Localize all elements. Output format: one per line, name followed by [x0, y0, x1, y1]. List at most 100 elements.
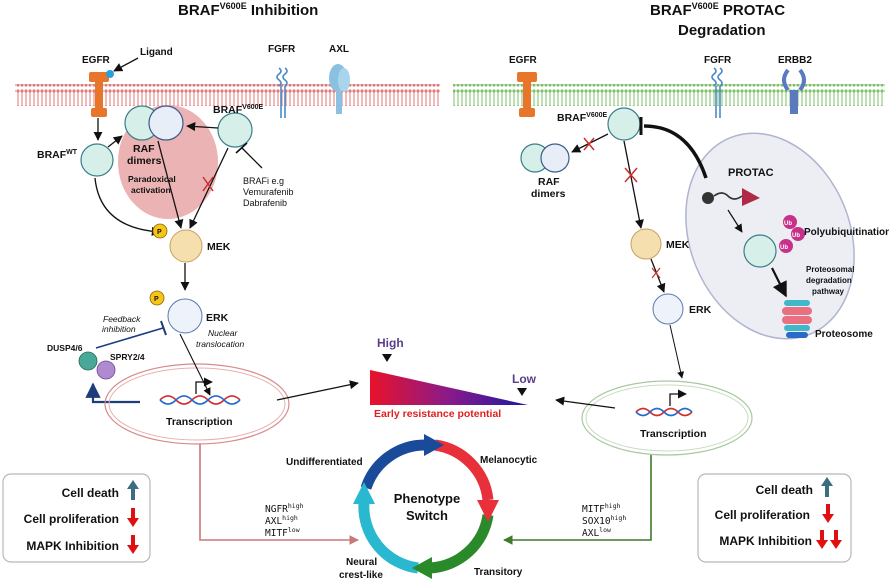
axl-label: AXL: [329, 44, 349, 55]
mek-label-left: MEK: [207, 241, 231, 253]
right-outcomes-box: [697, 473, 852, 563]
braf-v600e-degrading: [743, 234, 777, 268]
resistance-label: Early resistance potential: [374, 408, 501, 420]
phenotype-label-2: Switch: [406, 508, 448, 523]
blocked-cross-right-2: [624, 167, 638, 183]
mek-label-right: MEK: [666, 239, 690, 251]
egfr-label-right: EGFR: [509, 55, 538, 66]
left-outcome-0: Cell death: [62, 486, 119, 500]
protac-label: PROTAC: [728, 167, 774, 179]
braf-wt-protein: [80, 143, 114, 177]
brafi-label-3: Dabrafenib: [243, 198, 287, 208]
ligand-icon: [106, 70, 114, 78]
axl-receptor: [329, 64, 350, 114]
proteosomal-label-3: pathway: [812, 287, 845, 296]
erbb2-receptor: [782, 68, 806, 114]
feedback-label-2: inhibition: [102, 324, 136, 334]
ub-icon-2: [791, 227, 805, 241]
phospho-erk-icon: [149, 290, 165, 306]
down-arrow-icon: [127, 535, 139, 554]
blocked-cross-right-1: [583, 137, 595, 151]
erbb2-label: ERBB2: [778, 55, 812, 66]
svg-text:Ub: Ub: [784, 221, 792, 227]
dusp-protein: [78, 351, 98, 371]
braf-wt-label: BRAFWT: [37, 149, 78, 161]
svg-text:P: P: [157, 229, 162, 236]
raf-dimers-label-right-2: dimers: [531, 188, 566, 200]
state-undifferentiated: Undifferentiated: [286, 457, 363, 468]
left-marker-1: AXLhigh: [265, 514, 298, 527]
svg-text:P: P: [154, 296, 159, 303]
polyubiquitination-label: Polyubiquitination: [804, 227, 889, 238]
up-arrow-icon: [821, 477, 833, 497]
high-marker-icon: [382, 354, 392, 362]
double-down-arrow-icon-a: [816, 530, 828, 549]
right-outcome-0: Cell death: [756, 483, 813, 497]
state-melanocytic: Melanocytic: [480, 455, 538, 466]
cycle-arrow-head-4: [353, 482, 375, 504]
ub-icon-1: [783, 215, 797, 229]
blocked-cross-right-3: [651, 267, 661, 279]
up-arrow-icon: [127, 480, 139, 500]
feedback-label-1: Feedback: [103, 314, 141, 324]
dusp-label: DUSP4/6: [47, 343, 83, 353]
proteosomal-label-2: degradation: [806, 276, 852, 285]
left-cell-membrane: [15, 84, 440, 106]
left-nucleus: [104, 363, 290, 445]
fgfr-receptor-left: [276, 67, 288, 118]
state-neural-2: crest-like: [339, 570, 383, 581]
high-label: High: [377, 336, 404, 350]
braf-v600e-protein-right: [607, 107, 641, 141]
phenotype-cycle: [358, 439, 494, 574]
mek-protein-left: [169, 229, 203, 263]
svg-text:Ub: Ub: [792, 233, 800, 239]
right-title-line1: BRAFV600E PROTAC: [650, 1, 785, 19]
egfr-label-left: EGFR: [82, 55, 111, 66]
transcription-label-right: Transcription: [640, 428, 707, 440]
left-marker-0: NGFRhigh: [265, 502, 304, 515]
proteosome-icon: [782, 300, 812, 338]
dna-icon-left: [159, 395, 241, 405]
fgfr-label-left: FGFR: [268, 44, 296, 55]
cycle-arrow-head-2: [477, 500, 499, 522]
down-arrow-icon: [127, 508, 139, 527]
proteosomal-label-1: Proteosomal: [806, 265, 854, 274]
phenotype-label-1: Phenotype: [394, 491, 460, 506]
raf-dimers-label-left-1: RAF: [133, 143, 155, 155]
resistance-gradient-triangle: [370, 370, 528, 405]
nuclear-label-2: translocation: [196, 339, 244, 349]
state-transitory: Transitory: [474, 567, 523, 578]
proteosome-label: Proteosome: [815, 329, 873, 340]
right-nucleus: [581, 380, 753, 456]
brafi-label-2: Vemurafenib: [243, 187, 294, 197]
double-down-arrow-icon-b: [830, 530, 842, 549]
ub-icon-3: [779, 239, 793, 253]
raf-dimer-left-b: [148, 105, 184, 141]
brafi-label-1: BRAFi e.g: [243, 176, 284, 186]
dna-icon-right: [635, 407, 693, 417]
raf-dimer-right-b: [540, 143, 570, 173]
raf-dimers-label-left-2: dimers: [127, 155, 162, 167]
right-outcome-2: MAPK Inhibition: [719, 534, 812, 548]
right-output-arrow: [503, 455, 652, 545]
left-outcome-1: Cell proliferation: [24, 512, 119, 526]
phospho-mek-icon: [152, 223, 168, 239]
right-title-line2: Degradation: [678, 22, 766, 39]
fgfr-label-right: FGFR: [704, 55, 732, 66]
right-marker-2: AXLlow: [582, 526, 611, 539]
cycle-arrow-head-3: [412, 557, 432, 579]
blocked-cross-left: [202, 176, 214, 192]
protac-ligand-icon: [702, 192, 714, 204]
low-label: Low: [512, 372, 537, 386]
spry-label: SPRY2/4: [110, 352, 145, 362]
braf-v600e-label-left: BRAFV600E: [213, 104, 264, 116]
egfr-receptor-left: [89, 70, 114, 117]
mek-protein-right: [630, 228, 662, 260]
nuclear-label-1: Nuclear: [208, 328, 238, 338]
erk-protein-right: [652, 293, 684, 325]
braf-v600e-protein-left: [217, 112, 253, 148]
low-marker-icon: [517, 388, 527, 396]
right-outcome-1: Cell proliferation: [715, 508, 810, 522]
right-cell-membrane: [453, 84, 885, 106]
cycle-arrow-head-1: [424, 434, 444, 456]
